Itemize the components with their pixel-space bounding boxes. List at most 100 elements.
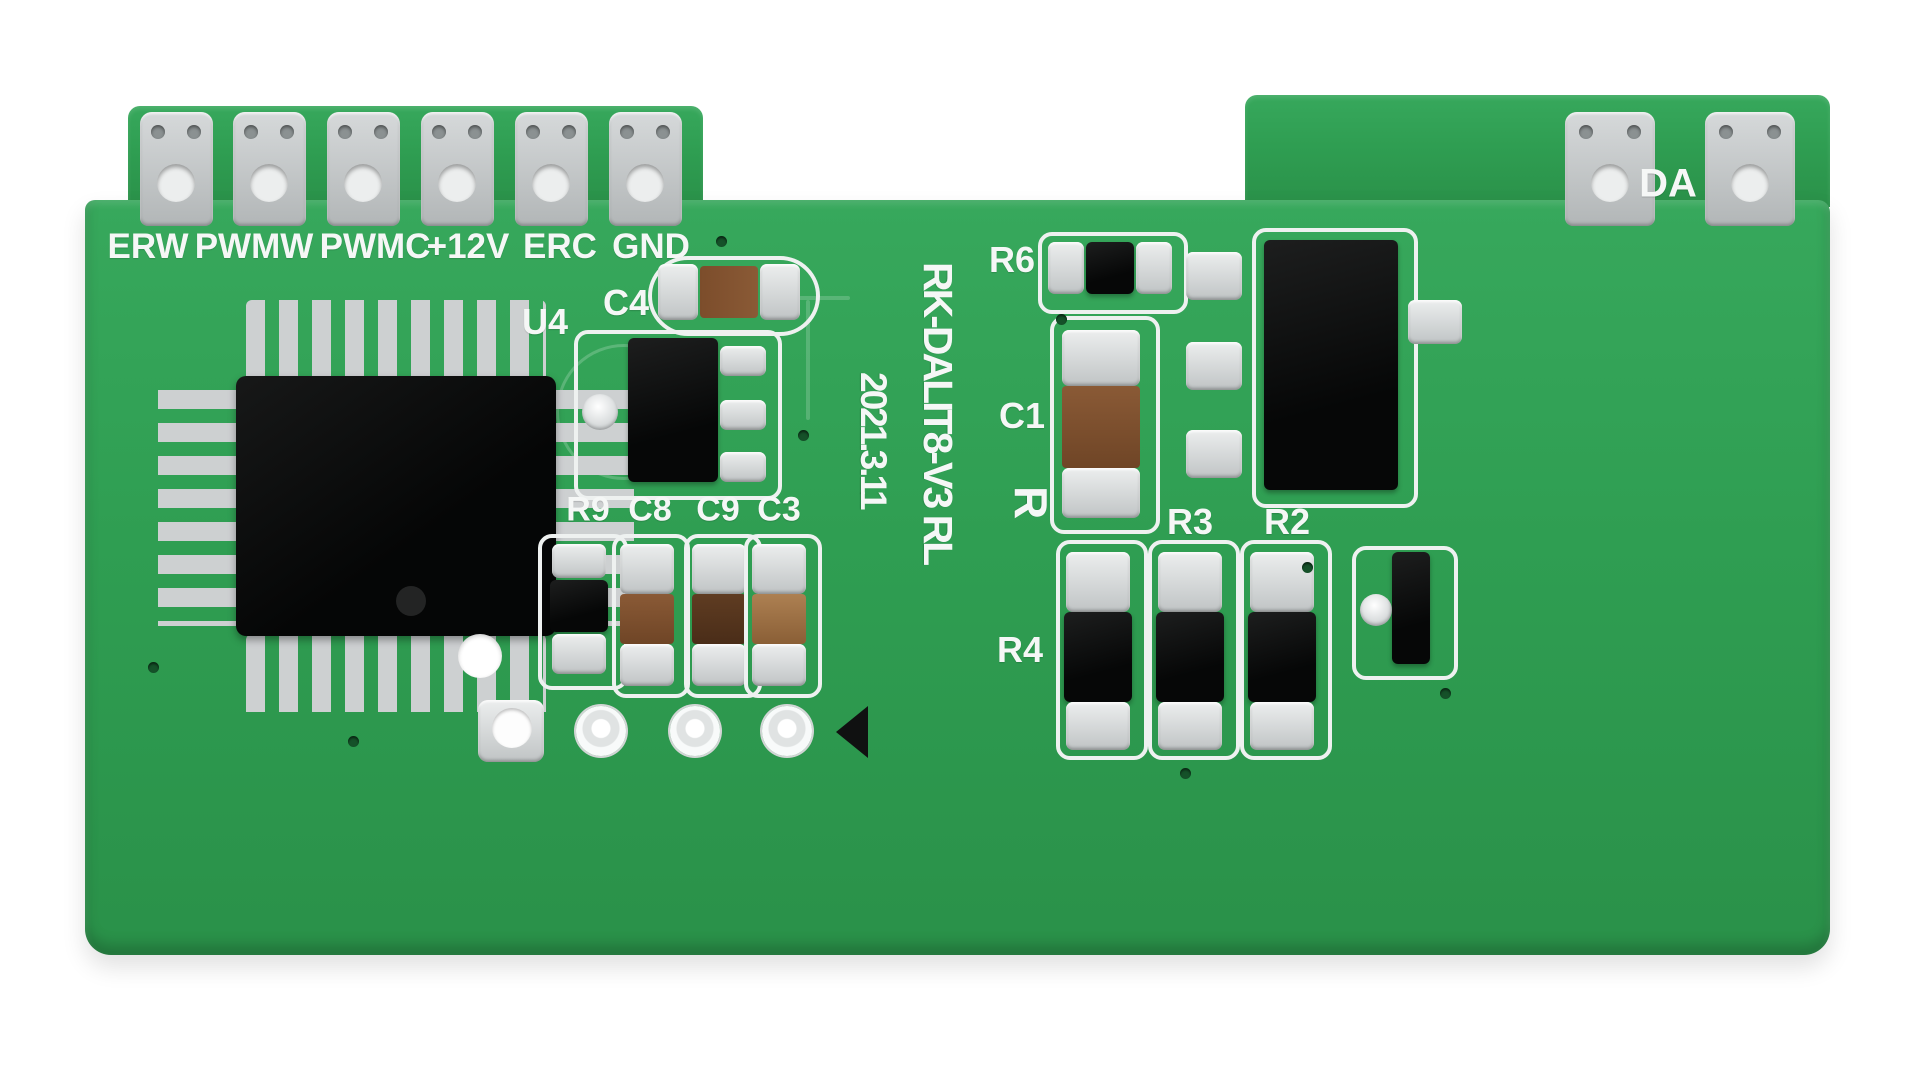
pad-hole-small	[244, 125, 258, 139]
pad-hole-small	[656, 125, 670, 139]
connector-pad-pwmw	[233, 112, 306, 226]
c8-terminal	[620, 644, 674, 686]
c4-terminal	[658, 264, 698, 320]
c9-capacitor-body	[692, 594, 746, 644]
r3-terminal	[1158, 702, 1222, 750]
r2-silkscreen-outline	[1240, 540, 1332, 760]
via	[148, 662, 159, 673]
c9-terminal	[692, 544, 746, 594]
label-r6: R6	[988, 239, 1036, 280]
label-da: DA	[1639, 161, 1697, 206]
small-component-outline	[1352, 546, 1458, 680]
small-component-solder-blob	[1360, 594, 1392, 626]
label-date-vertical: 2021.3.11	[853, 372, 894, 508]
pad-hole-large	[250, 164, 288, 202]
label-c8: C8	[628, 490, 672, 529]
pad-hole-large	[438, 164, 476, 202]
r2-terminal	[1250, 552, 1314, 612]
ic-left-pad	[1186, 430, 1242, 478]
bottom-square-pad-hole	[492, 708, 532, 748]
r3-resistor-body	[1156, 612, 1224, 702]
pad-hole-small	[526, 125, 540, 139]
connector-pad-da-right	[1705, 112, 1795, 226]
label-pwmw: PWMW	[194, 227, 314, 266]
qfp-pins-top	[246, 300, 546, 378]
c3-capacitor-body	[752, 594, 806, 644]
r2-terminal	[1250, 702, 1314, 750]
connector-pad-12v	[421, 112, 494, 226]
c3-silkscreen-outline	[744, 534, 822, 698]
pad-hole-small	[374, 125, 388, 139]
bottom-round-pad	[762, 706, 812, 756]
pad-hole-small	[1767, 125, 1781, 139]
pad-hole-small	[151, 125, 165, 139]
qfp-pins-left	[158, 390, 238, 626]
orientation-triangle-marker	[836, 706, 868, 758]
label-c9: C9	[696, 490, 740, 529]
c8-terminal	[620, 544, 674, 594]
pad-hole-large	[532, 164, 570, 202]
r9-terminal	[552, 634, 606, 674]
r3-terminal	[1158, 552, 1222, 612]
via	[1440, 688, 1451, 699]
label-r2: R2	[1263, 501, 1311, 542]
connector-pad-pwmc	[327, 112, 400, 226]
pad-hole-small	[432, 125, 446, 139]
c4-capacitor-body	[700, 266, 758, 318]
c1-terminal	[1062, 330, 1140, 386]
label-erw: ERW	[107, 227, 189, 266]
connector-pad-erc	[515, 112, 588, 226]
label-erc: ERC	[523, 227, 597, 266]
label-c1: C1	[998, 395, 1046, 436]
r2-resistor-body	[1248, 612, 1316, 702]
c1-capacitor-body	[1062, 386, 1140, 468]
r9-terminal	[552, 544, 606, 578]
trace-line	[806, 300, 810, 420]
via	[798, 430, 809, 441]
connector-pad-erw	[140, 112, 213, 226]
r4-terminal	[1066, 702, 1130, 750]
pad-hole-small	[1579, 125, 1593, 139]
pad-hole-large	[157, 164, 195, 202]
ic-chip-body	[1264, 240, 1398, 490]
label-r3: R3	[1166, 501, 1214, 542]
u4-chip-body	[628, 338, 718, 482]
r9-resistor-body	[550, 580, 608, 632]
bottom-round-pad	[670, 706, 720, 756]
via	[348, 736, 359, 747]
small-component-body	[1392, 552, 1430, 664]
pad-hole-small	[468, 125, 482, 139]
qfp-chip-body	[236, 376, 556, 636]
c4-silkscreen-outline	[648, 256, 820, 336]
pad-hole-large	[344, 164, 382, 202]
pcb-top-left-connector-strip	[128, 106, 703, 206]
u4-pad	[720, 346, 766, 376]
ic-left-pad	[1186, 342, 1242, 390]
c4-terminal	[760, 264, 800, 320]
qfp-pin1-dot	[396, 586, 426, 616]
pad-hole-large	[626, 164, 664, 202]
c1-silkscreen-outline	[1050, 316, 1160, 534]
c3-terminal	[752, 644, 806, 686]
u4-pad	[720, 400, 766, 430]
label-12v: +12V	[426, 227, 510, 266]
pad-hole-large	[1731, 164, 1769, 202]
pad-hole-small	[1719, 125, 1733, 139]
pad-hole-large	[1591, 164, 1629, 202]
bottom-round-pad	[576, 706, 626, 756]
c8-silkscreen-outline	[612, 534, 690, 698]
label-pwmc: PWMC	[319, 227, 431, 266]
r4-resistor-body	[1064, 612, 1132, 702]
r6-terminal	[1136, 242, 1172, 294]
via	[1056, 314, 1067, 325]
ic-right-tab-pad	[1408, 300, 1462, 344]
u4-pad	[720, 452, 766, 482]
r4-terminal	[1066, 552, 1130, 612]
r6-terminal	[1048, 242, 1084, 294]
r3-silkscreen-outline	[1148, 540, 1240, 760]
connector-pad-gnd	[609, 112, 682, 226]
ic-left-pad	[1186, 252, 1242, 300]
pad-hole-small	[562, 125, 576, 139]
c1-terminal	[1062, 468, 1140, 518]
